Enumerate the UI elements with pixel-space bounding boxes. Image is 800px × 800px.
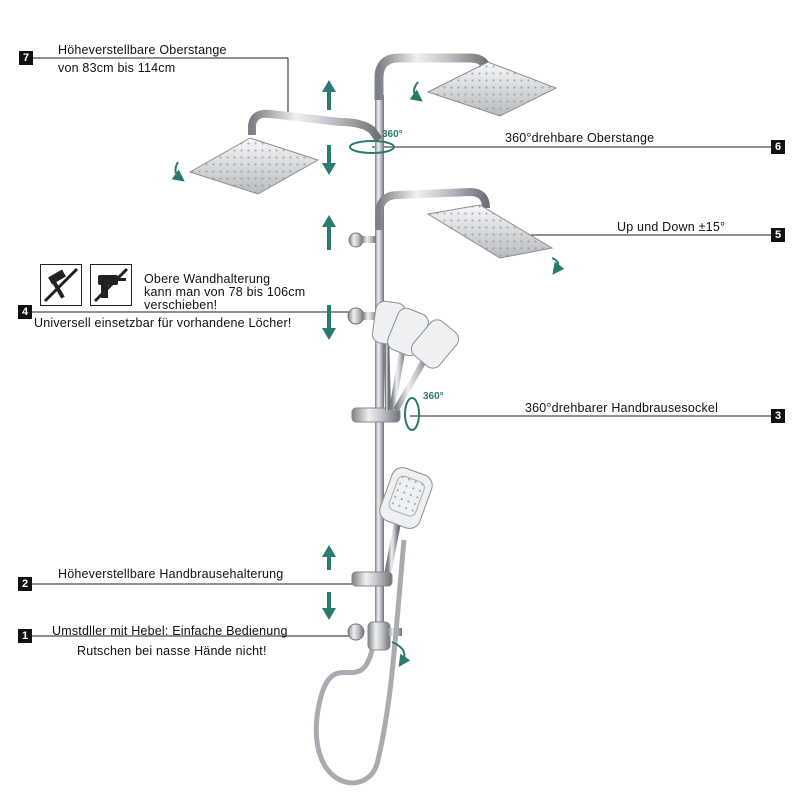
rotation-label-top: 360°	[382, 129, 403, 140]
callout-7-detail: von 83cm bis 114cm	[58, 61, 176, 75]
callout-badge-2: 2	[18, 577, 32, 591]
hand-shower-fan	[371, 300, 459, 412]
callout-7-title: Höheverstellbare Oberstange	[58, 43, 227, 57]
callout-4-title: Obere Wandhalterung	[144, 272, 271, 286]
no-drill-icon	[90, 264, 132, 306]
callout-badge-4: 4	[18, 305, 32, 319]
overhead-shower-head-top	[426, 61, 558, 117]
callout-2-title: Höheverstellbare Handbrausehalterung	[58, 567, 284, 581]
wall-bracket-middle	[347, 307, 377, 325]
overhead-shower-head-tilted	[426, 204, 554, 259]
callout-3-title: 360°drehbarer Handbrausesockel	[525, 401, 719, 415]
callout-5-title: Up und Down ±15°	[617, 220, 726, 234]
hand-shower-socket	[351, 407, 401, 423]
callout-6-title: 360°drehbare Oberstange	[505, 131, 655, 145]
callout-4-move: verschieben!	[144, 298, 218, 312]
hand-shower-holder	[351, 571, 393, 587]
hand-shower-single	[379, 467, 433, 573]
callout-badge-1: 1	[18, 629, 32, 643]
overhead-shower-head-left	[188, 137, 320, 195]
wall-bracket-upper	[348, 232, 376, 248]
no-hammer-icon	[40, 264, 82, 306]
callout-badge-3: 3	[771, 409, 785, 423]
callout-1-detail: Rutschen bei nasse Hände nicht!	[77, 644, 267, 658]
rotation-label-socket: 360°	[423, 391, 444, 402]
leader-lines	[30, 57, 772, 637]
shower-hose	[313, 539, 407, 786]
callout-4-range: kann man von 78 bis 106cm	[144, 285, 306, 299]
callout-badge-5: 5	[771, 228, 785, 242]
callout-badge-6: 6	[771, 140, 785, 154]
callout-4-universal: Universell einsetzbar für vorhandene Löc…	[34, 316, 292, 330]
rotation-arrows	[171, 81, 565, 667]
callout-badge-7: 7	[19, 51, 33, 65]
callout-1-title: Umstdller mit Hebel: Einfache Bedienung	[52, 624, 288, 638]
height-adjust-arrows	[322, 80, 336, 620]
